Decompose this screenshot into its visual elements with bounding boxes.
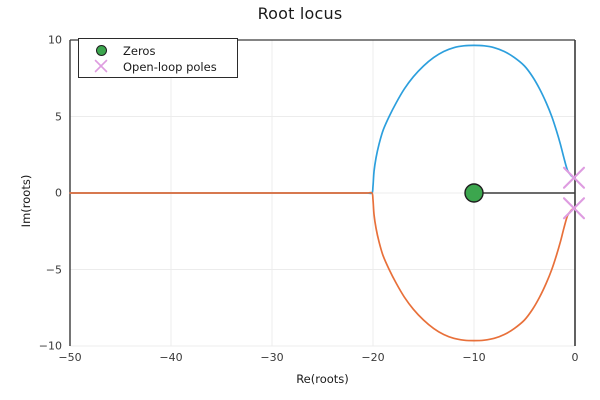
y-tick-label: 10 (48, 33, 62, 47)
y-tick-label: 0 (55, 186, 62, 200)
y-tick-label: −5 (45, 263, 62, 276)
pole-marker (562, 166, 586, 189)
y-tick-label: 5 (55, 110, 62, 123)
x-tick-label: −20 (361, 351, 385, 364)
legend-item-zeros: Zeros (79, 42, 237, 59)
page-title: Root locus (257, 4, 343, 23)
x-tick-label: −10 (462, 351, 486, 364)
x-axis-label: Re(roots) (296, 372, 349, 386)
pole-marker (562, 197, 586, 220)
x-tick-label: −30 (260, 351, 284, 364)
x-tick-label: −40 (159, 351, 183, 364)
locus-branch (69, 191, 576, 342)
y-tick-label: −10 (38, 339, 62, 353)
y-axis-label: Im(roots) (19, 174, 33, 228)
legend-label-zeros: Zeros (123, 43, 156, 58)
poles-marker-icon (79, 58, 123, 75)
zero-marker (464, 183, 484, 203)
zeros-marker-icon (79, 42, 123, 59)
x-tick-label: 0 (571, 351, 579, 364)
legend-label-open-loop-poles: Open-loop poles (123, 59, 217, 74)
legend-item-open-loop-poles: Open-loop poles (79, 58, 237, 75)
legend: Zeros Open-loop poles (78, 38, 238, 78)
x-tick-label: −50 (58, 351, 82, 364)
